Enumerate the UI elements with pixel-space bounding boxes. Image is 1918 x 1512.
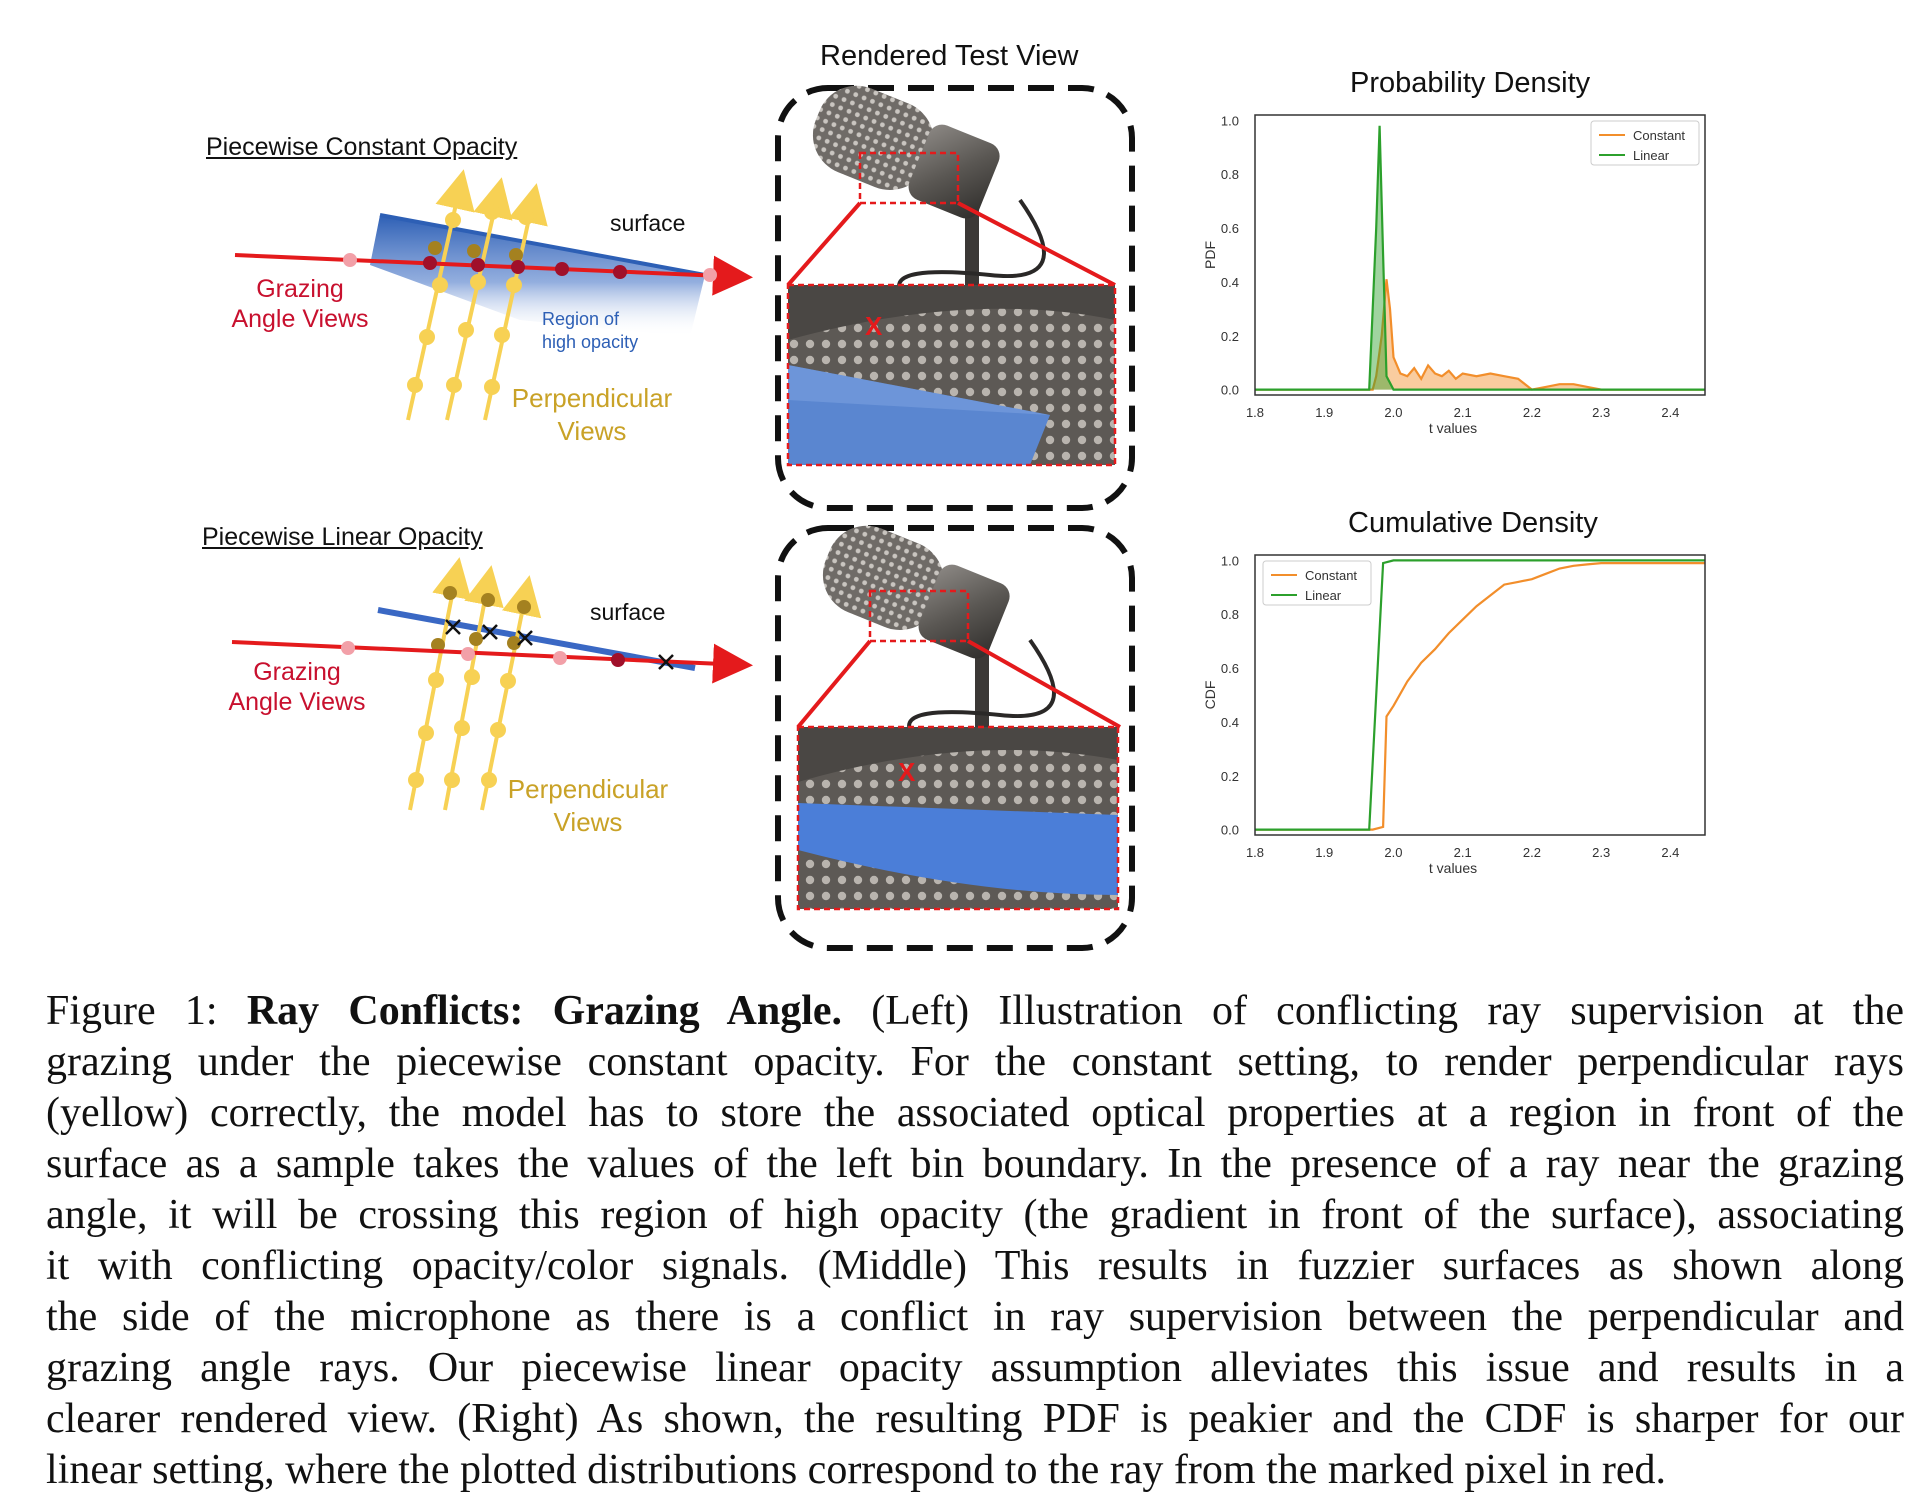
y-tick-label: 0.2 (1221, 769, 1239, 784)
region-label-line2: high opacity (542, 332, 638, 352)
y-tick-label: 0.6 (1221, 661, 1239, 676)
grazing-label2-line2: Angle Views (228, 688, 365, 716)
y-tick-label: 0.0 (1221, 823, 1239, 838)
pdf-chart: 1.8 1.9 2.0 2.1 2.2 2.3 2.4 0.0 0.2 0.4 0.6 0.8 1.0 t… (1202, 113, 1706, 436)
x-tick-label: 2.1 (1454, 405, 1472, 420)
constant-opacity-title: Piecewise Constant Opacity (206, 133, 518, 161)
region-label-line1: Region of (542, 309, 620, 329)
high-opacity-region (370, 215, 705, 337)
cdf-chart: 1.8 1.9 2.0 2.1 2.2 2.3 2.4 0.0 0.2 0.4 0.6 0.8 1.0 t… (1202, 553, 1706, 876)
linear-opacity-diagram: surface Grazing Angle Views Perpendicula… (228, 557, 753, 837)
caption-line: angle, it will be crossing this region o… (46, 1192, 1904, 1238)
x-tick-label: 2.4 (1661, 405, 1679, 420)
caption-line: surface as a sample takes the values of … (46, 1141, 1904, 1187)
perp-label-line2: Views (558, 416, 627, 446)
y-tick-label: 0.4 (1221, 715, 1239, 730)
x-tick-label: 2.4 (1661, 845, 1679, 860)
marked-pixel-x-2: X (898, 757, 916, 787)
x-tick-label: 2.3 (1592, 405, 1610, 420)
x-tick-label: 2.1 (1454, 845, 1472, 860)
y-tick-label: 0.2 (1221, 329, 1239, 344)
series-area-constant (1255, 279, 1705, 390)
caption-line: linear setting, where the plotted distri… (46, 1447, 1667, 1493)
caption-line: clearer rendered view. (Right) As shown,… (46, 1396, 1904, 1442)
plot-frame (1254, 554, 1706, 836)
x-tick-label: 1.8 (1246, 845, 1264, 860)
y-tick-label: 0.6 (1221, 221, 1239, 236)
y-tick-label: 0.8 (1221, 167, 1239, 182)
y-tick-label: 0.4 (1221, 275, 1239, 290)
y-tick-label: 0.0 (1221, 383, 1239, 398)
crossing-x-icon (445, 619, 674, 670)
rendered-view-title: Rendered Test View (820, 40, 1079, 72)
pdf-chart-title: Probability Density (1350, 67, 1591, 99)
surface-label-2: surface (590, 599, 665, 625)
x-tick-label: 1.8 (1246, 405, 1264, 420)
caption-line: it with conflicting opacity/color signal… (46, 1243, 1904, 1289)
grazing-label2-line1: Grazing (253, 658, 341, 686)
cdf-chart-title: Cumulative Density (1348, 507, 1598, 539)
grazing-label-line1: Grazing (256, 275, 344, 303)
series-line-constant (1255, 562, 1705, 831)
x-tick-label: 2.3 (1592, 845, 1610, 860)
y-tick-label: 1.0 (1221, 113, 1239, 128)
perp-label2-line2: Views (554, 807, 623, 837)
rendered-views: X X (775, 85, 1135, 951)
series-line-constant (1255, 279, 1705, 391)
surface-label: surface (610, 210, 685, 236)
y-axis-label: PDF (1202, 241, 1218, 269)
legend-label: Constant (1305, 568, 1357, 583)
x-tick-label: 2.2 (1523, 845, 1541, 860)
x-tick-label: 1.9 (1315, 845, 1333, 860)
plot-frame (1254, 114, 1706, 396)
y-tick-label: 1.0 (1221, 553, 1239, 568)
caption-line: the side of the microphone as there is a… (46, 1294, 1904, 1340)
caption-line: grazing under the piecewise constant opa… (46, 1039, 1904, 1085)
series-line-linear (1255, 559, 1705, 831)
caption-line: (yellow) correctly, the model has to sto… (46, 1090, 1904, 1136)
x-tick-label: 2.0 (1384, 845, 1402, 860)
x-tick-label: 2.2 (1523, 405, 1541, 420)
x-tick-label: 1.9 (1315, 405, 1333, 420)
series-line-linear (1255, 125, 1705, 391)
y-tick-label: 0.8 (1221, 607, 1239, 622)
marked-pixel-x: X (865, 311, 883, 341)
rendered-view-bottom: X (775, 525, 1135, 951)
constant-opacity-diagram: surface Grazing Angle Views Region of hi… (231, 169, 753, 446)
x-tick-label: 2.0 (1384, 405, 1402, 420)
caption-line: Figure 1: Ray Conflicts: Grazing Angle. … (46, 988, 1904, 1034)
x-axis-label: t values (1429, 860, 1477, 876)
legend-label: Linear (1305, 588, 1342, 603)
caption-line: grazing angle rays. Our piecewise linear… (46, 1345, 1904, 1391)
rendered-view-top: X (775, 85, 1135, 511)
linear-opacity-title: Piecewise Linear Opacity (202, 523, 483, 551)
legend-label: Constant (1633, 128, 1685, 143)
perp-label2-line1: Perpendicular (508, 774, 669, 804)
grazing-label-line2: Angle Views (231, 305, 368, 333)
legend-label: Linear (1633, 148, 1670, 163)
x-axis-label: t values (1429, 420, 1477, 436)
figure-caption: Figure 1: Ray Conflicts: Grazing Angle. … (46, 986, 1904, 1496)
perp-label-line1: Perpendicular (512, 383, 673, 413)
y-axis-label: CDF (1202, 681, 1218, 710)
